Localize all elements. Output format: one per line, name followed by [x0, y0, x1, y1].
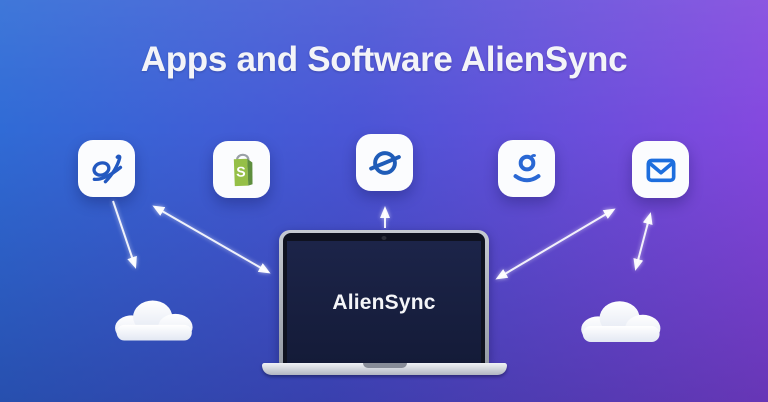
laptop-camera-icon	[381, 236, 387, 240]
laptop-base-notch	[362, 363, 407, 368]
laptop-base	[262, 363, 507, 375]
app-tile-shopify: S	[213, 141, 270, 198]
shopify-letter: S	[236, 164, 246, 180]
cloud-left-icon	[115, 300, 193, 341]
laptop: AlienSync	[262, 230, 507, 380]
arrow-laptop-mail	[495, 208, 616, 280]
shopping-bag-icon: S	[233, 153, 253, 186]
envelope-icon	[646, 158, 675, 182]
arrow-scripta-to-cloudleft	[112, 200, 137, 269]
app-tile-sync	[356, 134, 413, 191]
arrow-mail-cloudright	[633, 212, 653, 271]
person-icon	[513, 153, 540, 182]
app-tile-script-a	[78, 140, 135, 197]
app-tile-contacts	[498, 140, 555, 197]
cursive-a-icon	[91, 154, 122, 183]
cloud-right-icon	[581, 301, 661, 342]
app-tile-mail	[632, 141, 689, 198]
page-title: Apps and Software AlienSync	[140, 40, 628, 79]
laptop-display: AlienSync	[287, 241, 481, 364]
laptop-screen: AlienSync	[279, 230, 489, 364]
laptop-screen-title: AlienSync	[332, 290, 436, 314]
circle-slash-icon	[368, 150, 401, 175]
laptop-bezel: AlienSync	[283, 233, 485, 364]
arrow-scripta-laptop	[152, 205, 271, 274]
